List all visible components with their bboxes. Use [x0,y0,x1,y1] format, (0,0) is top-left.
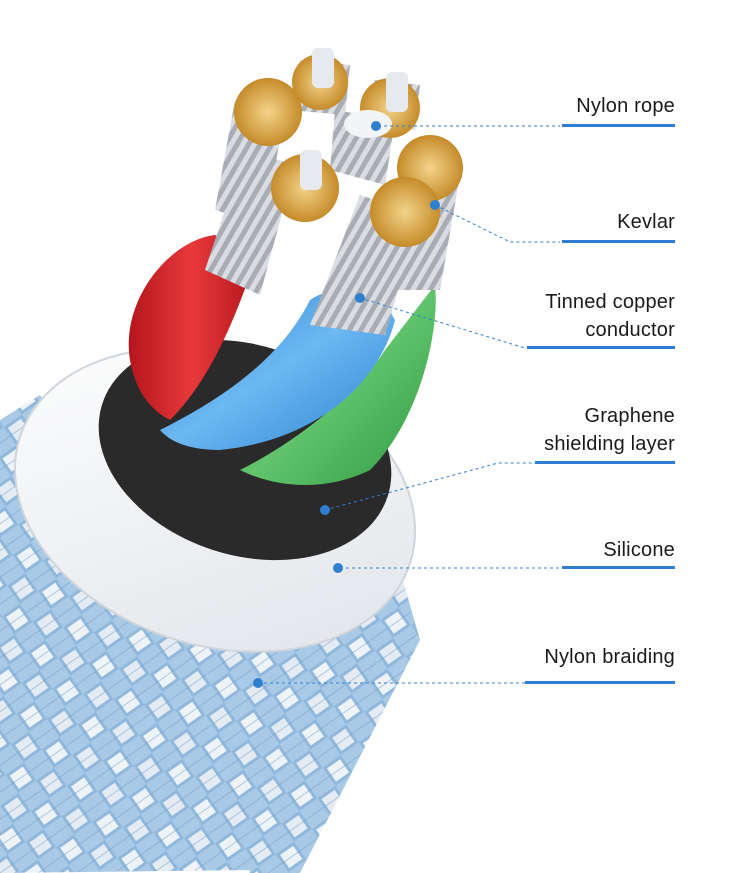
callout-dot-braiding [253,678,263,688]
blue-core [160,289,395,450]
callout-dot-kevlar [430,200,440,210]
red-core [128,235,255,420]
label-tinned-copper-conductor: Tinned copper conductor [545,288,675,344]
underline-tinned-copper-conductor [527,346,675,349]
callout-dot-silicone [333,563,343,573]
label-silicone: Silicone [603,536,675,564]
nylon-rope-tips [300,48,408,190]
label-nylon-rope: Nylon rope [576,92,675,120]
label-line: Graphene [584,405,675,427]
label-line: Nylon rope [576,95,675,117]
underline-nylon-rope [562,124,675,127]
label-graphene-shielding-layer: Graphene shielding layer [544,402,675,458]
label-line: Silicone [603,539,675,561]
callout-line-kevlar [434,204,560,243]
underline-silicone [562,566,675,569]
callout-dot-copper [355,293,365,303]
underline-nylon-braiding [525,681,675,684]
label-line: Tinned copper [545,291,675,313]
underline-graphene-shielding-layer [535,461,675,464]
callout-line-copper [359,297,526,349]
green-core [240,285,436,485]
label-line: conductor [585,319,675,341]
callout-dot-graphene [320,505,330,515]
callout-dot-nylon-rope [371,121,381,131]
label-kevlar: Kevlar [617,208,675,236]
label-line: Kevlar [617,211,675,233]
label-line: shielding layer [544,433,675,455]
copper-ends [234,54,463,247]
label-line: Nylon braiding [544,646,675,668]
label-nylon-braiding: Nylon braiding [544,643,675,671]
underline-kevlar [562,240,675,243]
